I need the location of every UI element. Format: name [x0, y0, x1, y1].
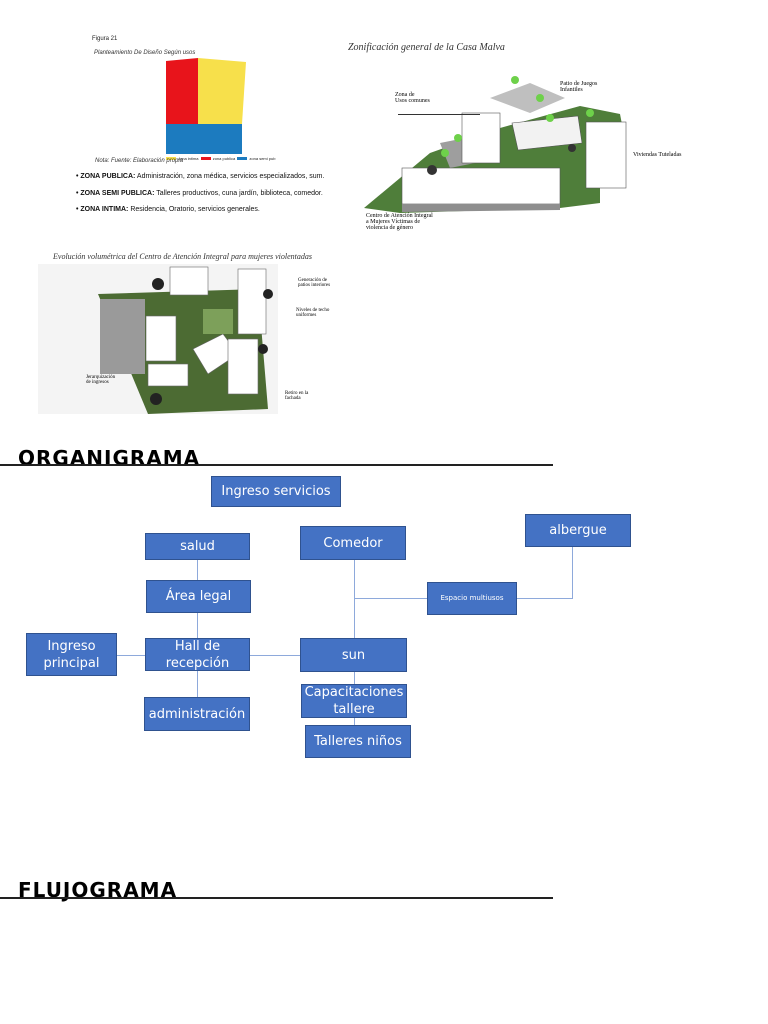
- zone-blue-block: [166, 124, 242, 154]
- arrow-line: [398, 114, 480, 115]
- connector: [197, 560, 198, 698]
- zoning-color-diagram: [166, 58, 246, 154]
- label-jerarquizacion: Jerarquización de ingresos: [86, 375, 116, 385]
- figure-title: Zonificación general de la Casa Malva: [348, 42, 505, 53]
- label-patios-interiores: Generación de patios interiores: [298, 278, 331, 288]
- box-capacitaciones: Capacitaciones tallere: [301, 684, 407, 718]
- organigrama-heading: ORGANIGRAMA: [18, 446, 201, 470]
- box-ingreso-principal: Ingreso principal: [26, 633, 117, 676]
- label-retiro-fachada: Retiro en la fachada: [285, 391, 309, 401]
- box-comedor: Comedor: [300, 526, 406, 560]
- volumetric-illustration: [38, 264, 278, 414]
- box-espacio-multiusos: Espacio multiusos: [427, 582, 517, 615]
- label-viviendas: Viviendas Tuteladas: [633, 152, 682, 158]
- figure-label: Figura 21: [92, 36, 118, 42]
- zone-semi-publica: • ZONA SEMI PUBLICA: Talleres productivo…: [76, 190, 323, 197]
- zone-publica: • ZONA PUBLICA: Administración, zona méd…: [76, 173, 325, 180]
- label-usos-comunes: Zona de Usos comunes: [395, 92, 430, 104]
- box-sun: sun: [300, 638, 407, 672]
- box-albergue: albergue: [525, 514, 631, 547]
- zone-red-block: [166, 58, 198, 124]
- box-administracion: administración: [144, 697, 250, 731]
- box-area-legal: Área legal: [146, 580, 251, 613]
- figure-note: Nota: Fuente: Elaboración propia: [95, 158, 184, 164]
- figure-legend: zona intima zona publica zona semi pub: [166, 156, 275, 161]
- zone-yellow-block: [198, 58, 246, 124]
- zone-intima: • ZONA INTIMA: Residencia, Oratorio, ser…: [76, 206, 260, 213]
- box-salud: salud: [145, 533, 250, 560]
- site-plan-illustration: [364, 76, 627, 213]
- box-hall-recepcion: Hall de recepción: [145, 638, 250, 671]
- box-ingreso-servicios: Ingreso servicios: [211, 476, 341, 507]
- connector: [572, 547, 573, 599]
- figure-title: Planteamiento De Diseño Según usos: [94, 50, 196, 56]
- connector: [517, 598, 573, 599]
- label-centro-atencion: Centro de Atención Integral a Mujeres Ví…: [366, 213, 433, 231]
- figure-design-by-uses: Figura 21 Planteamiento De Diseño Según …: [70, 30, 325, 230]
- flujograma-rule: [0, 897, 553, 899]
- box-talleres-ninos: Talleres niños: [305, 725, 411, 758]
- figure-casa-malva-zoning: Zonificación general de la Casa Malva Zo…: [340, 38, 710, 248]
- organigrama-rule: [0, 464, 553, 466]
- label-patio-juegos: Patio de Juegos Infantiles: [560, 81, 598, 93]
- figure-title: Evolución volumétrica del Centro de Aten…: [53, 252, 312, 261]
- connector: [354, 598, 427, 599]
- label-niveles-techo: Niveles de techo uniformes: [296, 308, 330, 318]
- figure-volumetric-evolution: Evolución volumétrica del Centro de Aten…: [38, 250, 378, 420]
